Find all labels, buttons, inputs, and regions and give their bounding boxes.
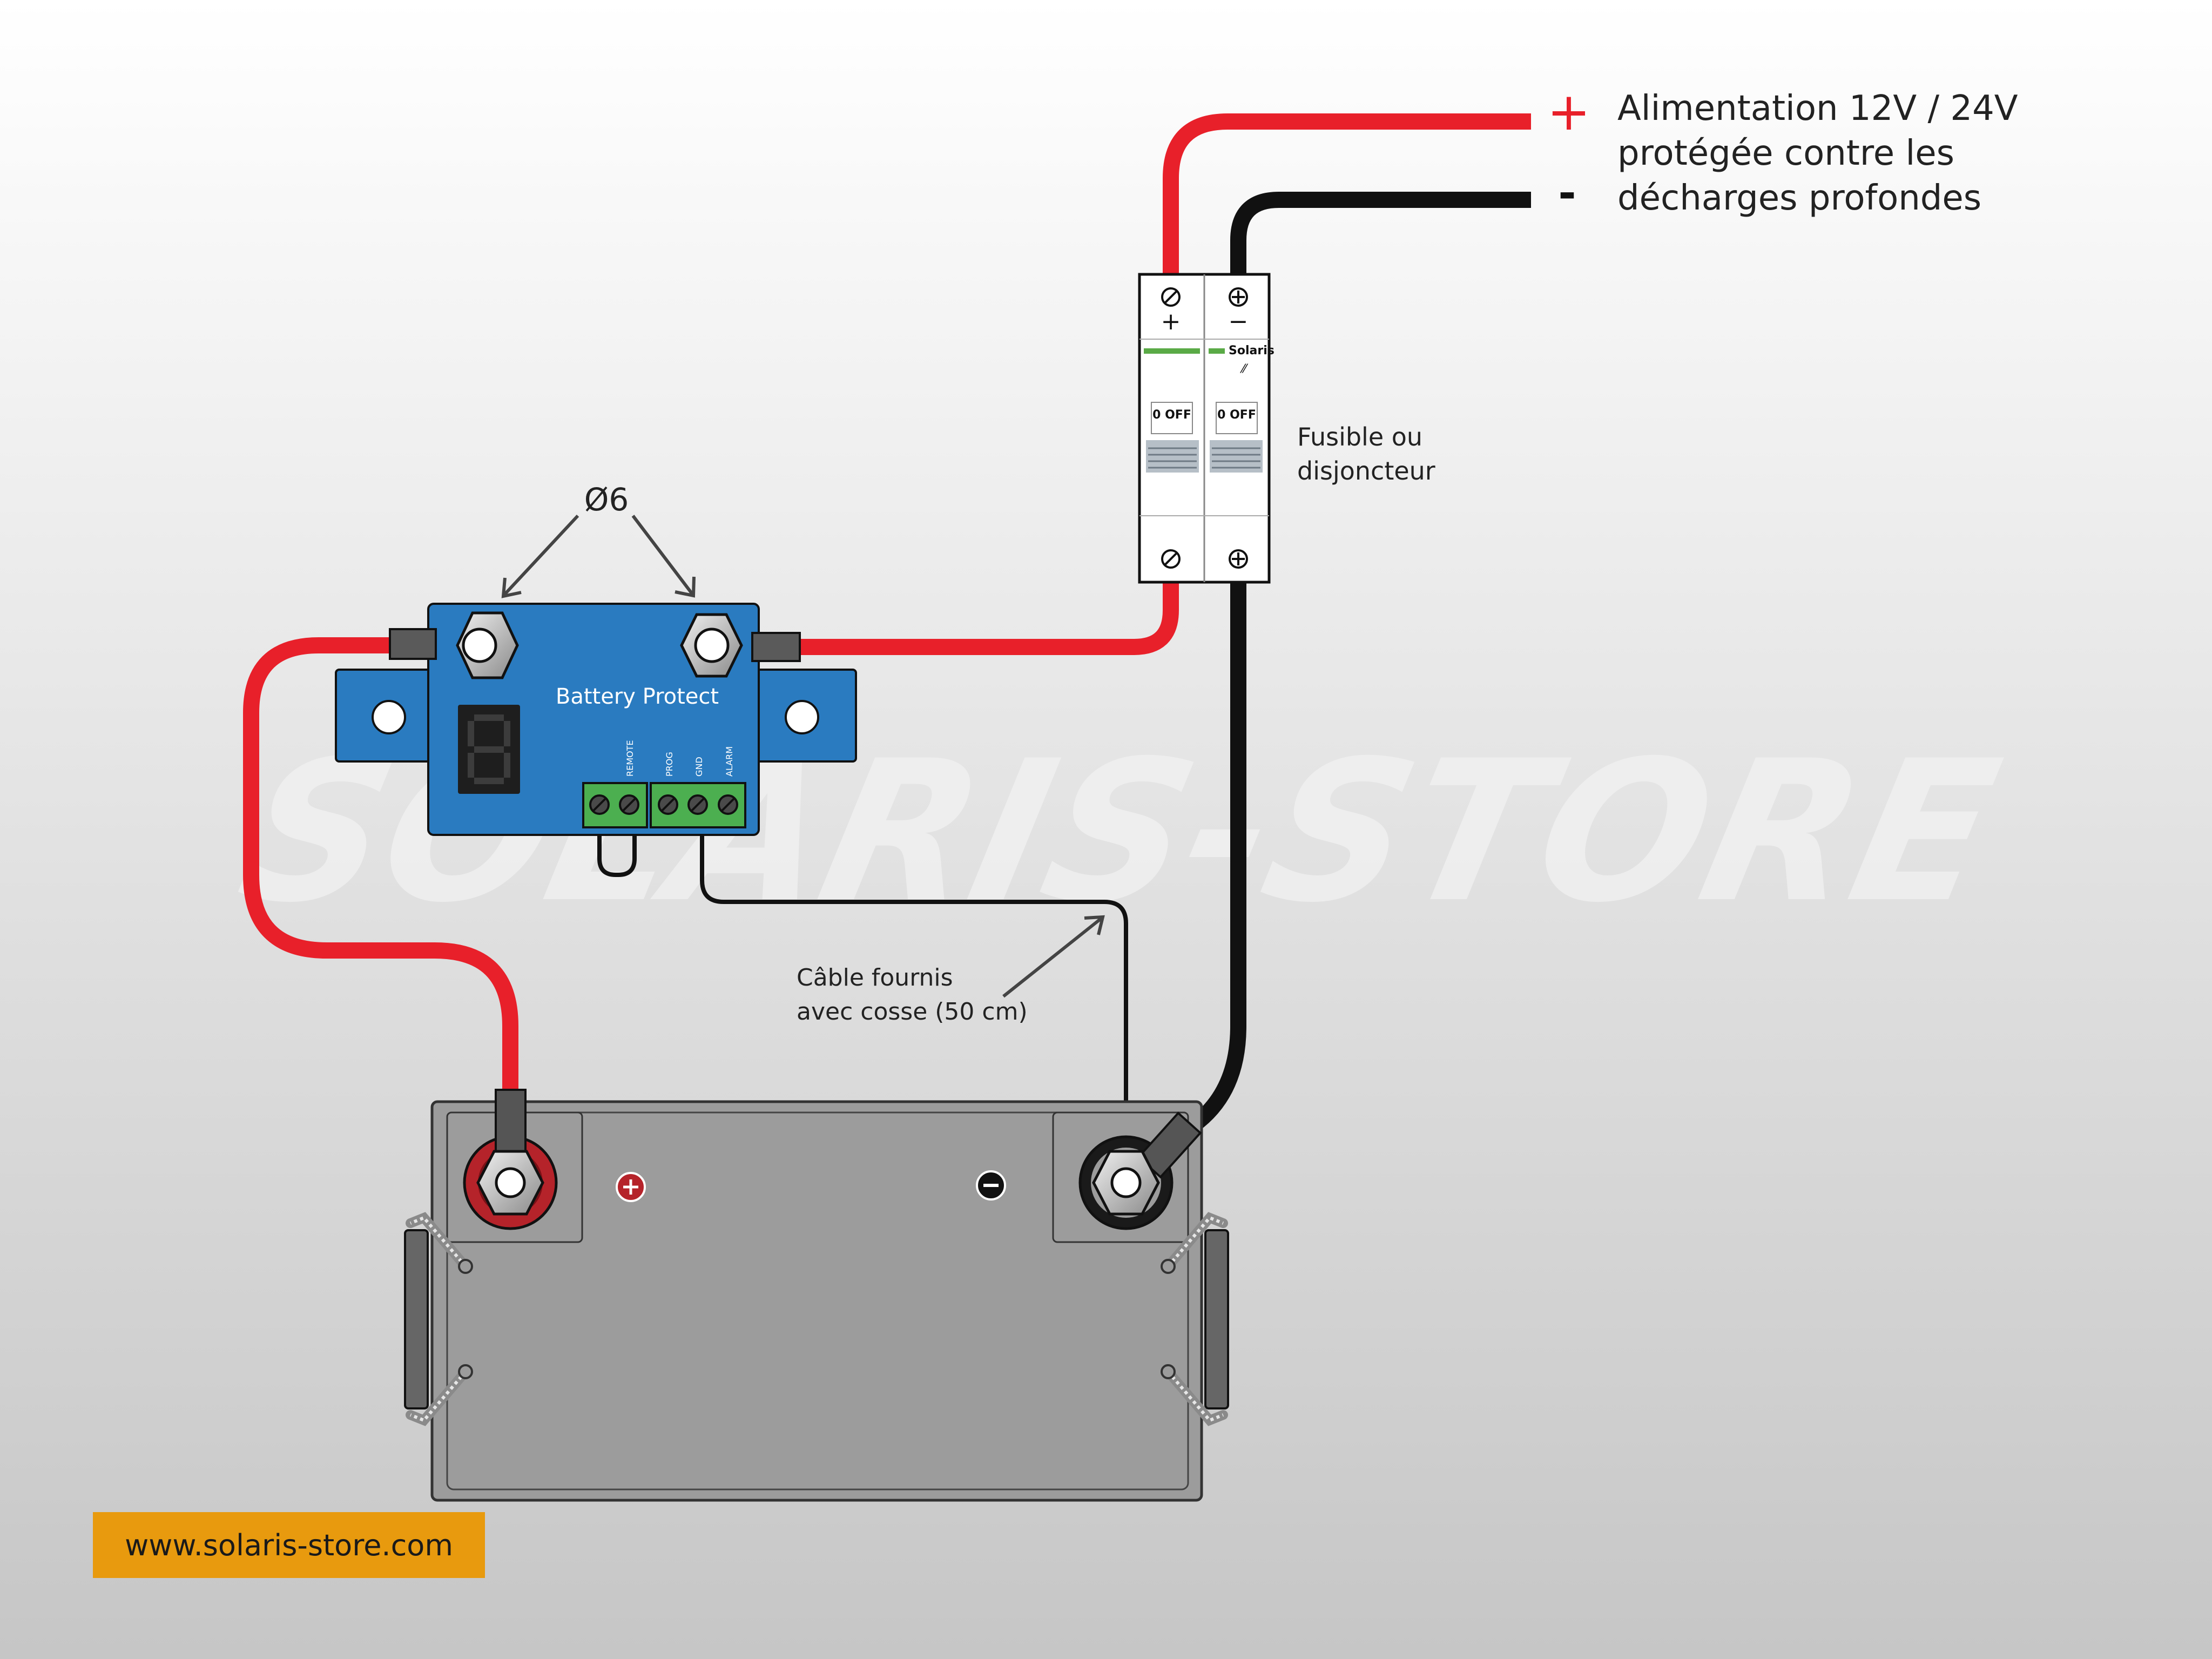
negative-supply-wire (1230, 192, 1531, 275)
battery (404, 1089, 1229, 1502)
breaker-pole-minus: − (1229, 308, 1249, 335)
terminal-label-alarm: ALARM (724, 746, 734, 777)
positive-output-wire (788, 581, 1179, 655)
breaker-switch-right: 0 OFF (1217, 408, 1256, 422)
device-name: Battery Protect (556, 684, 719, 709)
cable-arrow (1002, 915, 1105, 998)
battery-handle-right (1204, 1229, 1229, 1410)
supply-label-line2: protégée contre les (1617, 133, 1954, 173)
mounting-hole (372, 700, 406, 734)
cable-label-line2: avec cosse (50 cm) (797, 998, 1028, 1026)
plus-sign: + (1547, 82, 1590, 142)
cable-label-line1: Câble fournis (797, 964, 953, 992)
positive-supply-wire (1163, 113, 1531, 275)
battery-case (430, 1100, 1203, 1502)
supply-label-line1: Alimentation 12V / 24V (1617, 89, 2018, 129)
ground-cable (700, 834, 1128, 1129)
terminal-label-prog: PROG (664, 752, 675, 777)
remote-jumper (597, 829, 637, 877)
positive-battery-wire (243, 637, 518, 1096)
battery-protect-device: Battery Protect REMOTE PROG GND ALARM (335, 603, 857, 836)
website-badge[interactable]: www.solaris-store.com (93, 1512, 485, 1578)
battery-handle-left (404, 1229, 429, 1410)
breaker-pole-plus: + (1161, 308, 1181, 335)
breaker-brand: Solaris (1229, 344, 1274, 358)
breaker-label-line2: disjoncteur (1297, 456, 1435, 485)
breaker-switch-left: 0 OFF (1152, 408, 1191, 422)
bolt-size-label: Ø6 (584, 481, 629, 518)
breaker-label-line1: Fusible ou (1297, 422, 1422, 451)
mounting-hole (785, 700, 819, 734)
bolt-arrows (501, 514, 696, 598)
terminal-label-remote: REMOTE (625, 740, 635, 777)
supply-label-line3: décharges profondes (1617, 178, 1981, 218)
circuit-breaker: + − Solaris ⁄⁄ 0 OFF 0 OFF (1138, 273, 1274, 584)
minus-sign: - (1558, 168, 1576, 218)
terminal-label-gnd: GND (694, 757, 704, 777)
